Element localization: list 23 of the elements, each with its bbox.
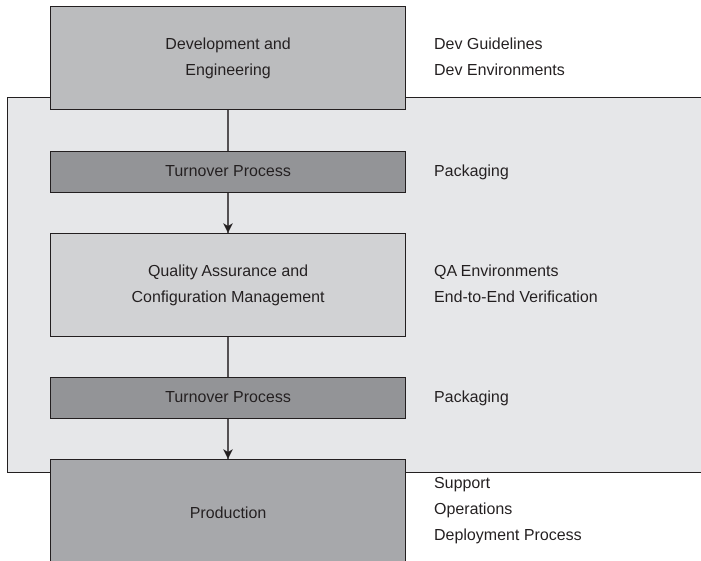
note-text: Operations: [434, 500, 514, 520]
note-text: Packaging: [434, 388, 509, 408]
process-box: [50, 377, 406, 419]
arrow: [223, 419, 233, 459]
stage-box: [50, 459, 406, 561]
node-label: Turnover Process: [165, 162, 291, 182]
connector-line: [227, 337, 229, 377]
connector-line: [227, 110, 229, 151]
node-label: Production: [190, 504, 266, 524]
note-text: End-to-End Verification: [434, 288, 598, 308]
stage-box: [50, 233, 406, 337]
stage-box: [50, 6, 406, 110]
node-label: Turnover Process: [165, 388, 291, 408]
note-text: Support: [434, 474, 492, 494]
node-label: Development and Engineering: [164, 35, 292, 81]
arrow: [223, 193, 233, 233]
note-text: Dev Guidelines: [434, 35, 544, 55]
note-text: QA Environments: [434, 262, 560, 282]
note-text: Deployment Process: [434, 526, 582, 546]
process-box: [50, 151, 406, 193]
note-text: Dev Environments: [434, 61, 565, 81]
note-text: Packaging: [434, 162, 509, 182]
node-label: Quality Assurance and Configuration Management: [130, 262, 326, 308]
